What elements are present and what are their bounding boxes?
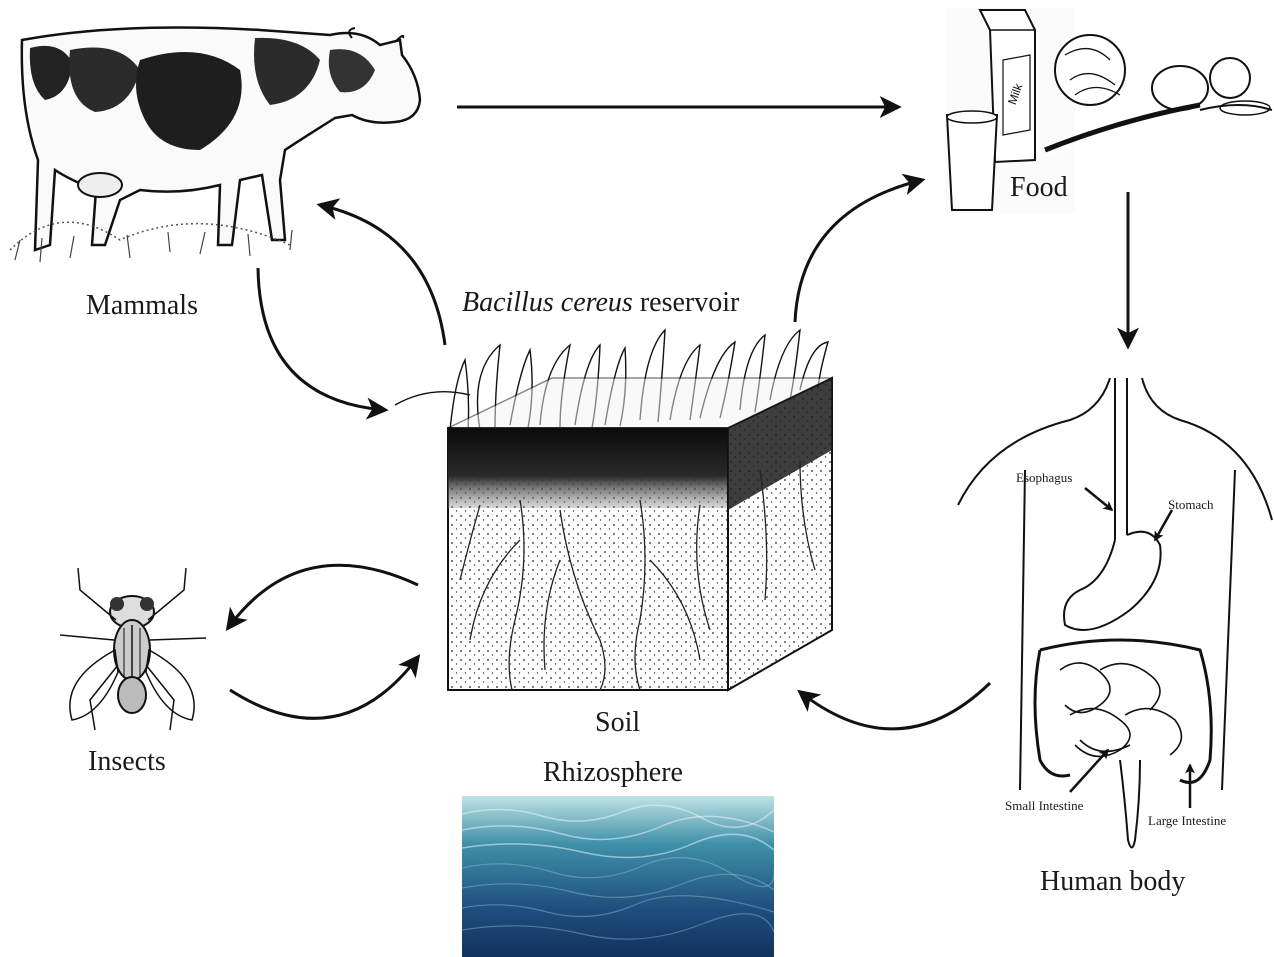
arrow-insects-to-soil [230,657,418,718]
arrow-human-to-soil [800,683,990,729]
label-soil: Soil [595,707,640,739]
label-large-intestine: Large Intestine [1148,813,1226,829]
label-esophagus: Esophagus [1016,470,1072,486]
label-rhizosphere: Rhizosphere [543,757,683,789]
title-reservoir: Bacillus cereus reservoir [462,287,739,319]
label-insects: Insects [88,746,166,778]
arrow-reservoir-to-mammals [320,205,445,345]
label-human-body: Human body [1040,866,1185,898]
title-species: Bacillus cereus [462,287,633,318]
arrow-mammals-to-soil [258,268,385,410]
label-food: Food [1010,172,1068,204]
cow-illustration [10,28,420,262]
fly-illustration [60,568,206,730]
arrow-reservoir-to-food [795,180,922,322]
title-reservoir-word: reservoir [640,287,740,318]
food-illustration: Milk [945,8,1272,213]
label-mammals: Mammals [86,290,198,322]
soil-block-illustration [395,330,832,690]
water-photo [462,796,774,957]
human-body-illustration [958,378,1272,848]
arrow-soil-to-insects [228,565,418,628]
label-stomach: Stomach [1168,497,1214,513]
label-small-intestine: Small Intestine [1005,798,1083,814]
